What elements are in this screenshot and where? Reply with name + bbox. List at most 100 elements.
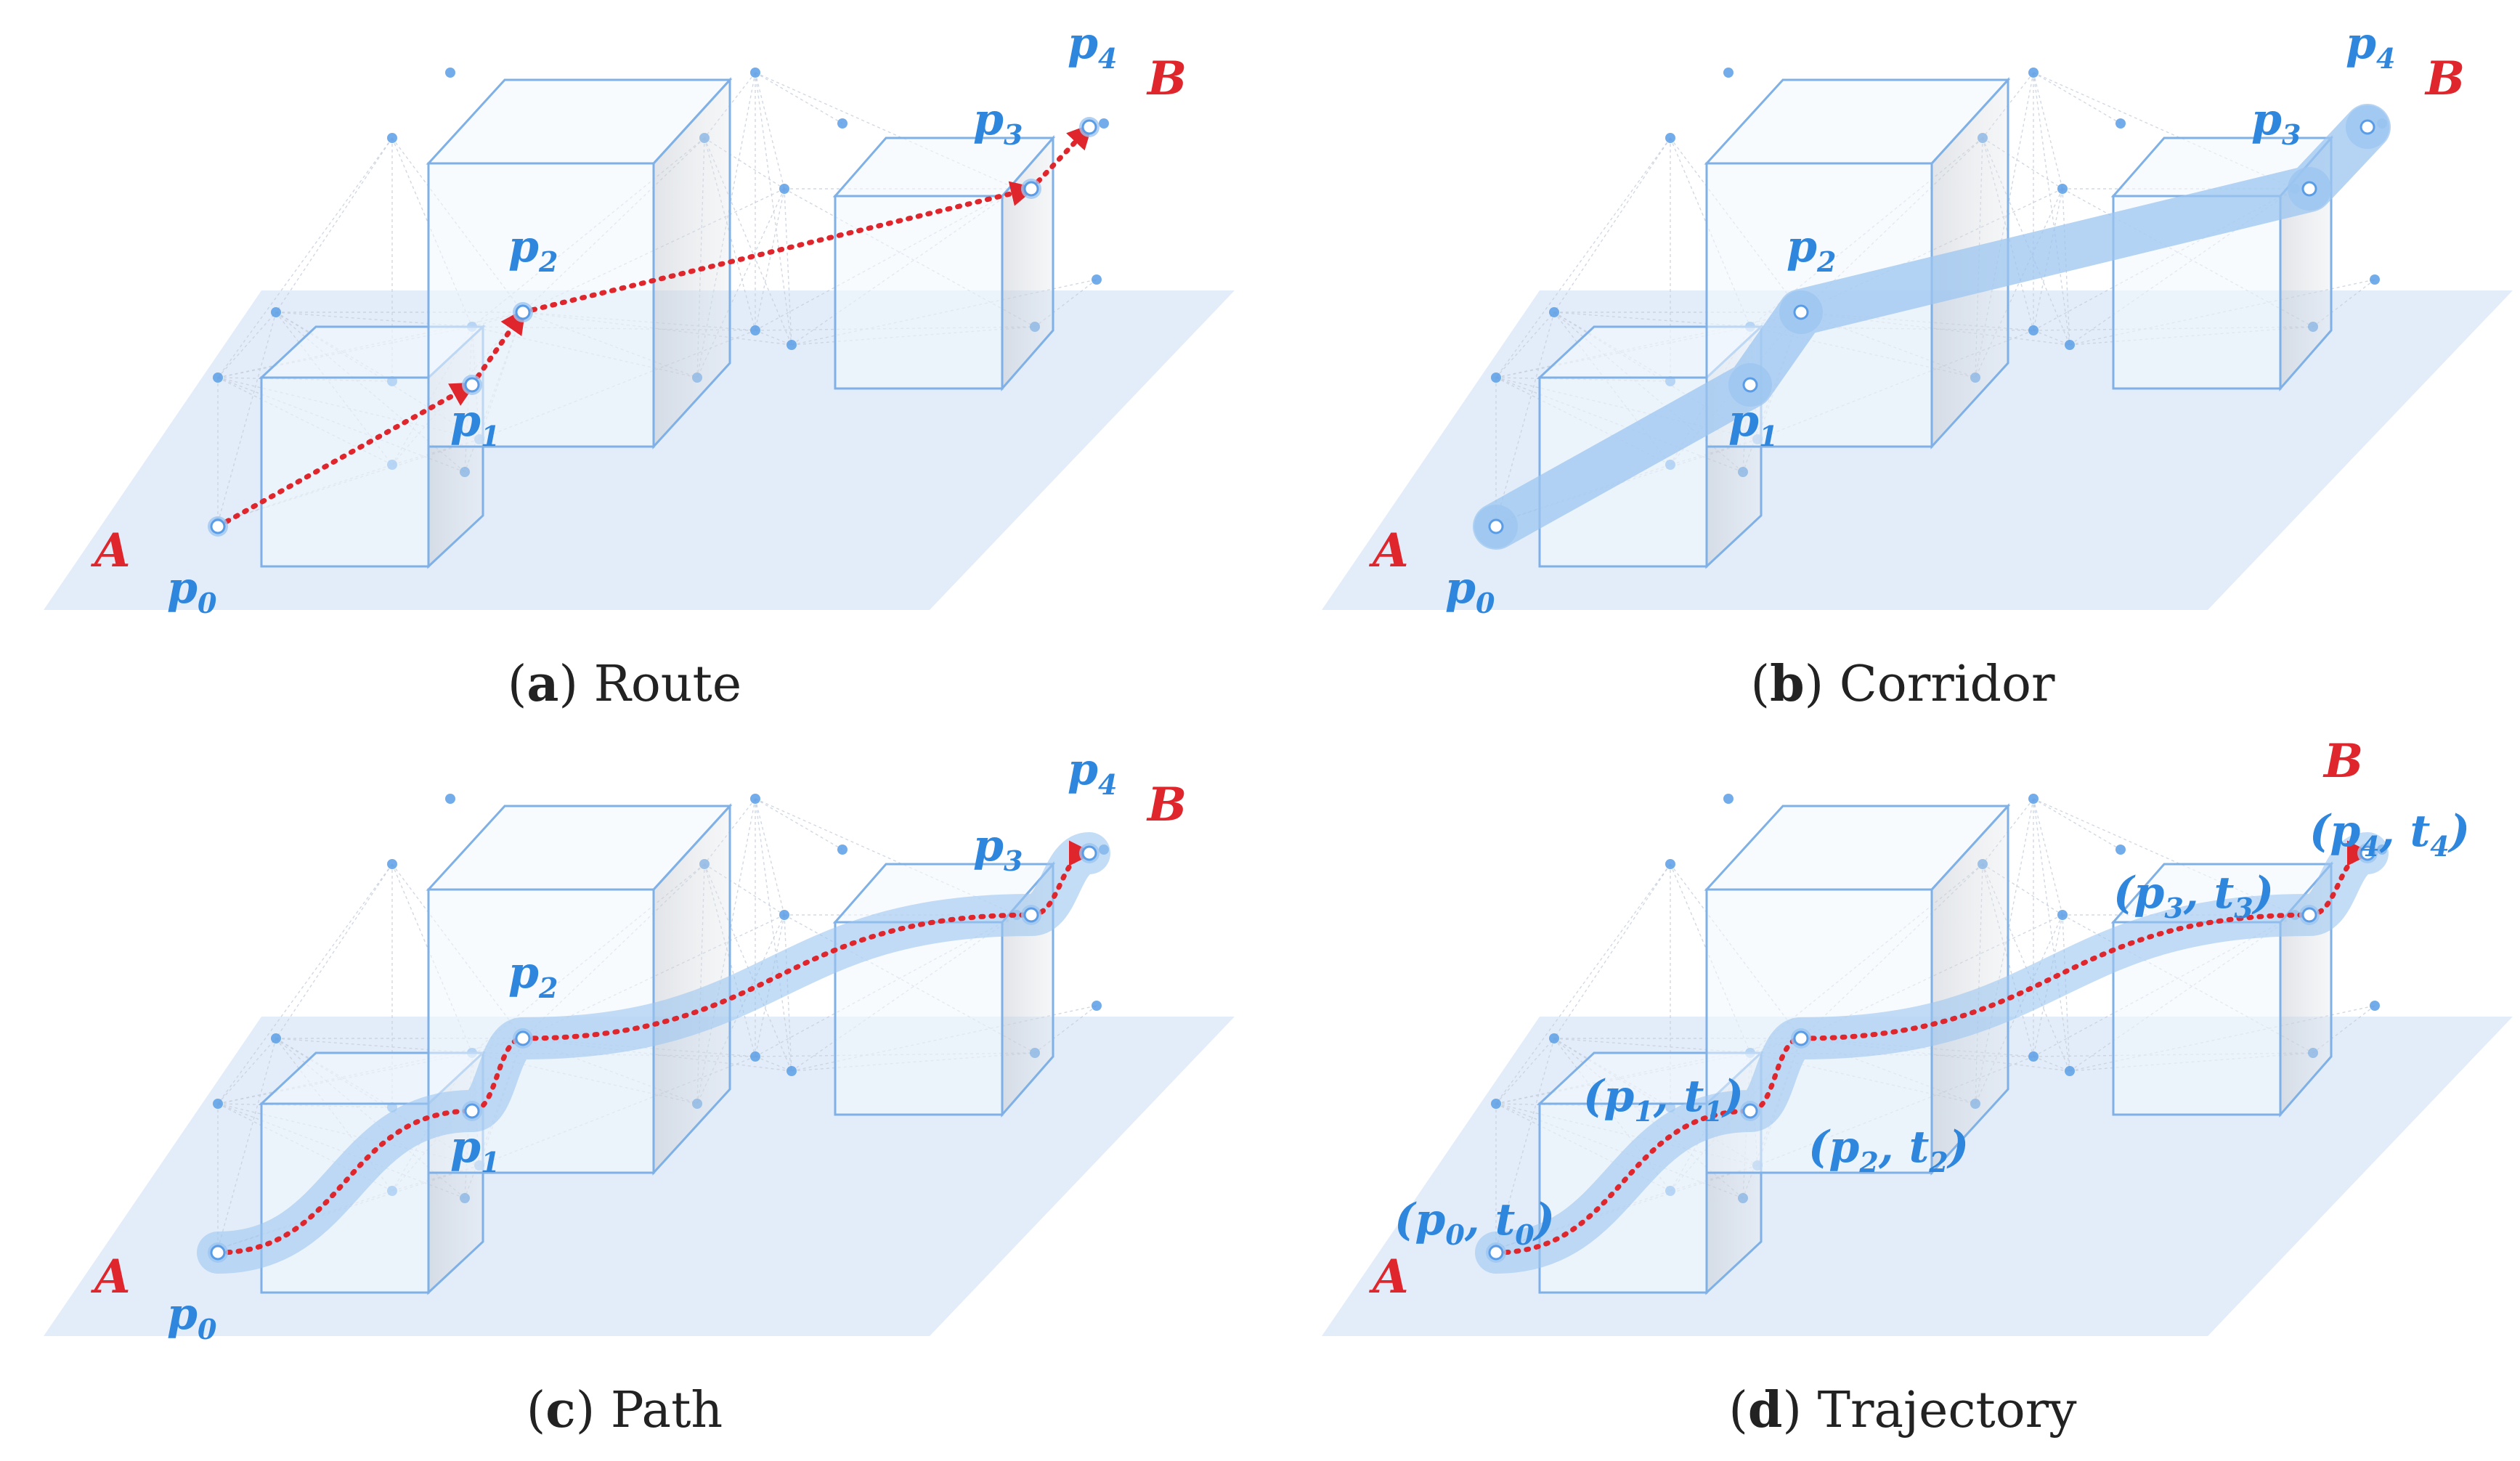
network-edge (704, 137, 785, 190)
network-node (2115, 118, 2126, 129)
label-p3: p3 (973, 94, 1023, 151)
label-end-B: B (2322, 734, 2363, 789)
network-node (750, 1051, 760, 1062)
network-edge (2033, 1056, 2070, 1072)
label-p1: p1 (1728, 396, 1778, 452)
waypoint-p2 (515, 1030, 531, 1046)
network-node (1092, 1001, 1102, 1011)
network-node (2028, 325, 2039, 335)
network-edge (755, 72, 785, 190)
waypoint-p1 (464, 377, 480, 393)
network-node (779, 184, 789, 194)
waypoint-p4 (1081, 845, 1097, 861)
network-node (213, 1099, 223, 1109)
network-node (1723, 68, 1733, 78)
box-front-face (834, 195, 1004, 390)
network-node (2370, 274, 2380, 285)
network-node (1092, 274, 1102, 285)
label-end-B: B (2424, 52, 2465, 106)
network-node (2370, 1001, 2380, 1011)
network-node (1723, 794, 1733, 804)
network-edge (784, 188, 792, 346)
network-node (1549, 1033, 1559, 1043)
waypoint-p4 (2360, 845, 2375, 861)
waypoint-p3 (1023, 181, 1039, 197)
network-edge (2033, 72, 2063, 190)
label-p4: p4 (1068, 18, 1117, 75)
route-segment (1028, 123, 1093, 192)
route-segment (469, 308, 527, 388)
label-p3: p3 (2251, 94, 2301, 151)
network-edge (755, 798, 843, 850)
waypoint-p2 (1793, 304, 1809, 320)
caption-a: (a) Route (508, 655, 741, 713)
label-start-A: A (1369, 1250, 1409, 1304)
network-node (2065, 340, 2075, 350)
waypoint-p4 (1081, 119, 1097, 135)
network-node (2028, 68, 2039, 78)
network-node (1665, 859, 1675, 869)
network-edge (217, 1038, 277, 1250)
label-p4: p4 (2346, 18, 2395, 75)
network-edge (755, 1056, 792, 1072)
network-edge (275, 863, 393, 1039)
network-edge (755, 798, 792, 1072)
network-edge (2033, 72, 2121, 124)
network-edge (1982, 863, 2063, 916)
network-node (387, 859, 397, 869)
waypoint-p3 (1023, 907, 1039, 923)
network-node (213, 373, 223, 383)
waypoint-p0 (210, 518, 226, 534)
network-edge (1553, 137, 1671, 313)
network-node (750, 325, 760, 335)
route-segment (520, 181, 1036, 315)
network-edge (755, 72, 843, 124)
label-p4: p4 (1068, 744, 1117, 801)
network-node (2057, 184, 2068, 194)
panel-trajectory: (p0, t0)(p1, t1)(p2, t2)(p3, t3)(p4, t4)… (1322, 734, 2513, 1439)
waypoint-p2 (1793, 1030, 1809, 1046)
building-box-2 (426, 77, 733, 449)
waypoint-p1 (1742, 377, 1758, 393)
network-node (1665, 133, 1675, 143)
network-node (779, 910, 789, 920)
label-end-B: B (1146, 778, 1187, 832)
network-node (1549, 307, 1559, 317)
network-edge (755, 72, 792, 346)
network-edge (1553, 863, 1671, 1039)
label-start-A: A (91, 524, 131, 578)
network-edge (217, 312, 277, 524)
network-node (787, 1066, 797, 1076)
network-node (2065, 1066, 2075, 1076)
box-front-face (260, 376, 430, 568)
waypoint-p0 (1488, 1245, 1504, 1261)
network-node (2115, 845, 2126, 855)
network-node (2028, 1051, 2039, 1062)
label-p1-t1: (p1, t1) (1583, 1071, 1744, 1128)
network-node (837, 118, 848, 129)
network-node (1491, 373, 1501, 383)
network-node (445, 68, 455, 78)
waypoint-p0 (1488, 518, 1504, 534)
network-edge (2033, 798, 2070, 1072)
waypoint-p3 (2301, 181, 2317, 197)
label-start-A: A (1369, 524, 1409, 578)
network-node (387, 133, 397, 143)
label-p3: p3 (973, 821, 1023, 877)
building-box-3 (832, 135, 1056, 391)
network-edge (1495, 312, 1555, 524)
route-segment (215, 382, 477, 529)
caption-b: (b) Corridor (1751, 655, 2055, 713)
network-node (1099, 118, 1109, 129)
network-node (750, 68, 760, 78)
network-edge (755, 330, 792, 346)
waypoint-p2 (515, 304, 531, 320)
label-end-B: B (1146, 52, 1187, 106)
network-edge (704, 863, 785, 916)
network-node (2028, 794, 2039, 804)
label-p4-t4: (p4, t4) (2309, 806, 2470, 863)
